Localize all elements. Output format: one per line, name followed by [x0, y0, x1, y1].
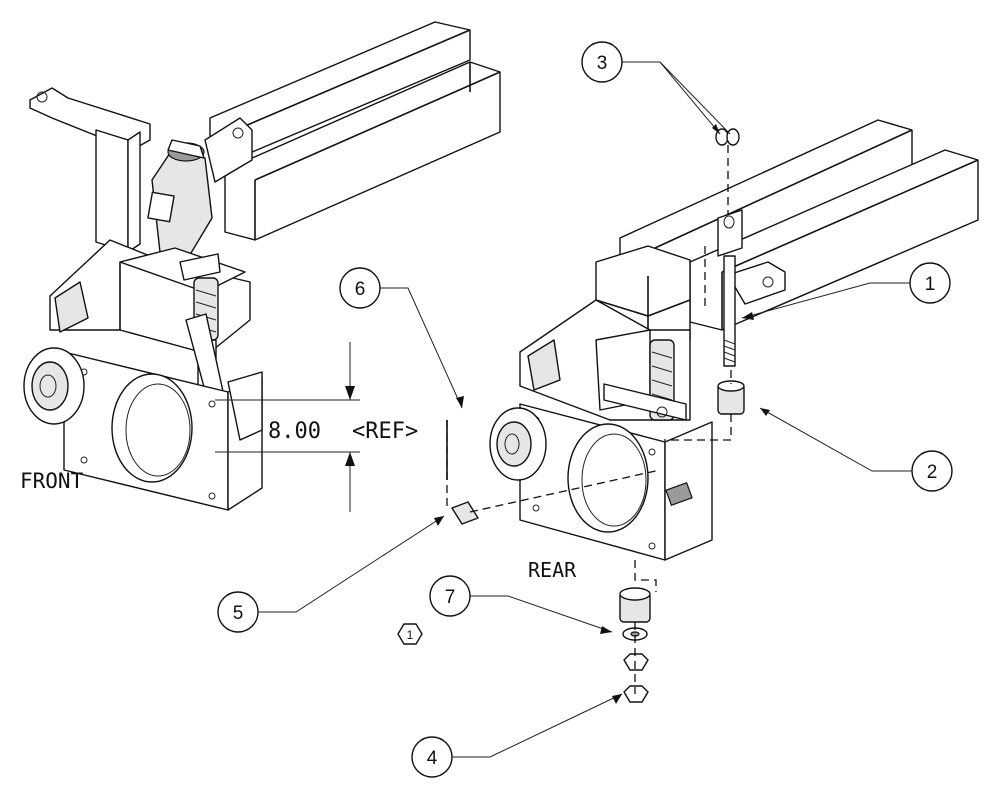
note-flag-hexagon — [397, 623, 423, 645]
part-4-nut-b — [623, 685, 649, 703]
dimension-annotation: 8.00 <REF> — [215, 342, 418, 512]
rear-view-label: REAR — [528, 558, 577, 582]
svg-text:3: 3 — [597, 53, 608, 74]
part-3-clip-b — [726, 128, 740, 146]
front-vertical-post — [95, 129, 129, 253]
callout-leaders — [258, 61, 912, 758]
assembly-line-lower — [634, 560, 657, 592]
svg-text:4: 4 — [427, 748, 438, 769]
assembly-line-2-frame — [664, 414, 732, 441]
callout-1: 1 — [909, 262, 951, 304]
rear-link-bar — [603, 383, 687, 421]
rear-rail-bracket — [727, 261, 786, 305]
callout-2: 2 — [911, 450, 953, 492]
part-1-rod — [723, 255, 736, 367]
front-post-side — [127, 131, 141, 253]
svg-text:7: 7 — [445, 587, 456, 608]
front-plate-opening — [111, 373, 193, 483]
callout-5: 5 — [217, 591, 259, 633]
svg-text:6: 6 — [355, 279, 366, 300]
assembly-line-pin — [469, 469, 661, 513]
front-shock-top-mount — [179, 253, 221, 281]
part-4-nut-a — [623, 653, 649, 671]
dimension-suffix: <REF> — [352, 419, 418, 444]
dimension-value: 8.00 — [268, 419, 321, 444]
front-top-bracket — [29, 87, 151, 151]
dimension-arrowhead-bottom — [345, 452, 355, 466]
svg-text:5: 5 — [233, 603, 244, 624]
dimension-arrowhead-top — [345, 386, 355, 400]
rear-frame-shadow — [527, 339, 561, 391]
rear-assembly — [489, 119, 979, 561]
front-frame-shadow — [54, 281, 89, 333]
front-assembly — [23, 21, 501, 511]
svg-text:1: 1 — [925, 274, 936, 295]
svg-text:2: 2 — [927, 462, 938, 483]
callout-6: 6 — [339, 267, 381, 309]
callout-bubbles: 3 1 2 6 5 7 4 — [217, 41, 953, 778]
front-rail-bracket — [204, 117, 253, 183]
part-1-clevis — [717, 209, 743, 257]
front-bracket-hole — [36, 91, 48, 103]
part-5-pin — [451, 501, 479, 525]
front-view-label: FRONT — [20, 469, 84, 493]
note-flag-number: 1 — [407, 628, 414, 642]
callout-7: 7 — [429, 575, 471, 617]
rear-plate-opening — [567, 423, 649, 533]
rear-hub-cap — [496, 421, 532, 467]
note-flag: 1 — [397, 623, 423, 645]
front-hub-cap — [31, 361, 69, 411]
callout-3: 3 — [581, 41, 623, 83]
callout-4: 4 — [411, 736, 453, 778]
exploded-parts — [446, 128, 745, 703]
